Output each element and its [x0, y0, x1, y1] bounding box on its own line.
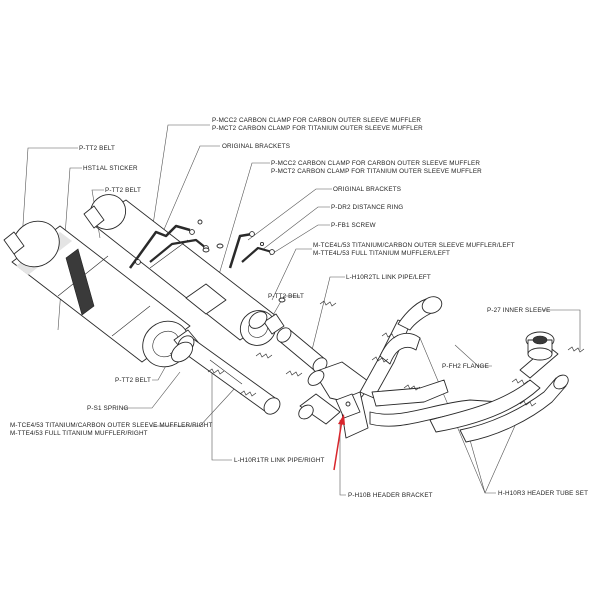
label-h10r2tl-link-pipe: L-H10R2TL LINK PIPE/LEFT: [346, 274, 431, 281]
label-fh2-flange: P-FH2 FLANGE: [442, 363, 489, 370]
label-hst1al-sticker: HST1AL STICKER: [83, 165, 138, 172]
label-original-brackets-a: ORIGINAL BRACKETS: [222, 143, 290, 150]
label-tt2-belt-3: P-TT2 BELT: [268, 293, 304, 300]
header-tube-set: [369, 296, 569, 443]
brackets-b: [228, 231, 275, 269]
label-dr2-distance-ring: P-DR2 DISTANCE RING: [331, 204, 403, 211]
label-fb1-screw: P-FB1 SCREW: [331, 222, 376, 229]
clamps: [171, 311, 325, 386]
label-tte4-left: M-TTE4L/53 FULL TITANIUM MUFFLER/LEFT: [313, 250, 450, 257]
label-mcc2-b: P-MCC2 CARBON CLAMP FOR CARBON OUTER SLE…: [271, 160, 480, 167]
flange-inner-sleeve: [525, 331, 555, 361]
label-p27-inner-sleeve: P-27 INNER SLEEVE: [487, 307, 550, 314]
red-pointer-arrow: [333, 414, 345, 471]
label-tce4-right: M-TCE4/53 TITANIUM/CARBON OUTER SLEEVE M…: [10, 422, 212, 429]
label-spring: P-S1 SPRING: [87, 405, 129, 412]
label-tt2-belt-1: P-TT2 BELT: [79, 145, 115, 152]
label-h10r1tr-link-pipe: L-H10R1TR LINK PIPE/RIGHT: [234, 457, 325, 464]
part-labels: P-MCC2 CARBON CLAMP FOR CARBON OUTER SLE…: [10, 117, 588, 499]
label-mcc2-a: P-MCC2 CARBON CLAMP FOR CARBON OUTER SLE…: [212, 117, 421, 124]
label-tte4-right: M-TTE4/53 FULL TITANIUM MUFFLER/RIGHT: [10, 430, 148, 437]
label-h10b-header-bracket: P-H10B HEADER BRACKET: [348, 492, 433, 499]
label-mct2-a: P-MCT2 CARBON CLAMP FOR TITANIUM OUTER S…: [212, 125, 423, 132]
leader-lines: [21, 124, 581, 496]
header-bracket: [335, 393, 361, 419]
label-original-brackets-b: ORIGINAL BRACKETS: [333, 186, 401, 193]
label-h10r3-header-tube-set: H-H10R3 HEADER TUBE SET: [498, 490, 588, 497]
link-pipe-left: [276, 327, 328, 373]
label-tce4-left: M-TCE4L/53 TITANIUM/CARBON OUTER SLEEVE …: [313, 242, 515, 249]
label-tt2-belt-2: P-TT2 BELT: [105, 187, 141, 194]
label-tt2-belt-4: P-TT2 BELT: [115, 377, 151, 384]
label-mct2-b: P-MCT2 CARBON CLAMP FOR TITANIUM OUTER S…: [271, 168, 482, 175]
